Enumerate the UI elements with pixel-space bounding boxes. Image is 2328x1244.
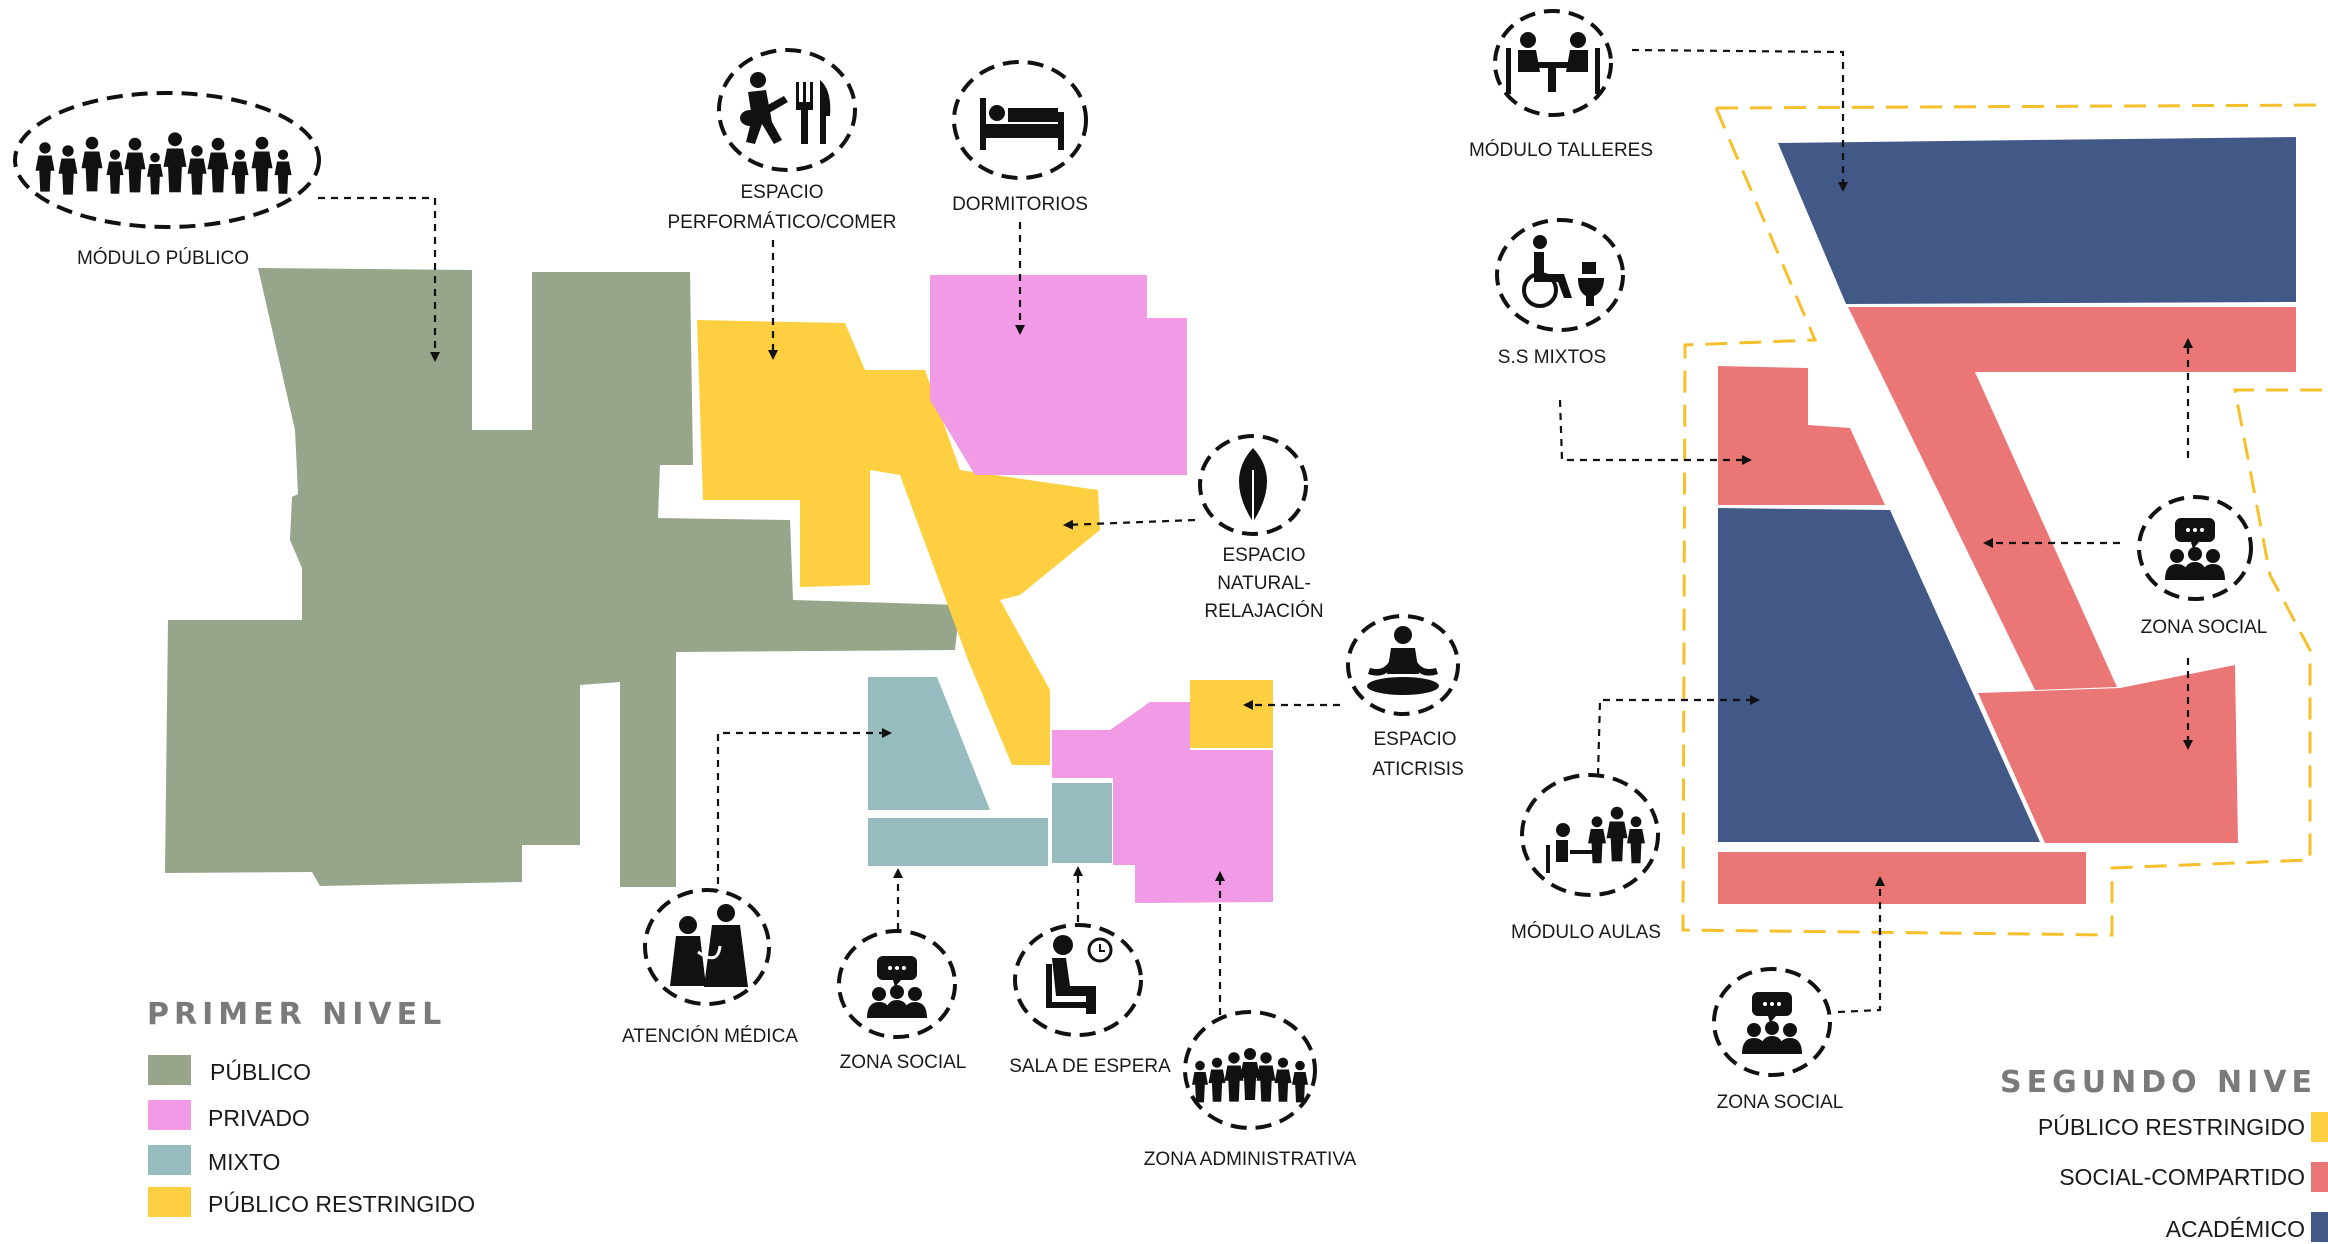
label-modulo-publico: MÓDULO PÚBLICO (77, 247, 249, 269)
legend-swatch-publico (148, 1055, 191, 1085)
zone-mixto-2 (868, 818, 1048, 866)
zone-mixto-3 (1052, 783, 1112, 863)
label-espacio-performatico-2: PERFORMÁTICO/COMER (667, 212, 896, 233)
label-espacio-natural-2: NATURAL- (1217, 573, 1311, 594)
zone-social-2 (1718, 366, 1885, 505)
legend-label-academico: ACADÉMICO (2166, 1216, 2305, 1242)
doctor-icon (643, 888, 771, 1006)
outline-publico-restringido (1681, 103, 2328, 937)
legend-swatch-social-compartido (2311, 1162, 2328, 1192)
administration-crowd-icon (1183, 1010, 1317, 1130)
label-zona-administrativa: ZONA ADMINISTRATIVA (1144, 1149, 1357, 1170)
workshop-table-icon (1493, 9, 1613, 117)
legend-label-privado: PRIVADO (208, 1105, 310, 1131)
title-primer-nivel: PRIMER NIVEL (147, 997, 446, 1032)
legend-label-publico: PÚBLICO (210, 1059, 311, 1085)
social-chat-icon-right (2137, 495, 2253, 601)
legend-swatch-mixto (148, 1145, 191, 1175)
zone-publico (165, 268, 960, 887)
legend-segundo-nivel: SEGUNDO NIVE PÚBLICO RESTRINGIDO SOCIAL-… (2000, 1065, 2328, 1242)
zone-publico-restringido-1 (697, 320, 1100, 765)
plan-segundo-nivel (1681, 103, 2328, 937)
zone-mixto-1 (868, 677, 990, 810)
legend-swatch-publico-restringido (148, 1187, 191, 1217)
label-modulo-aulas: MÓDULO AULAS (1511, 921, 1661, 943)
leaf-icon (1198, 434, 1308, 536)
zone-academico-2 (1718, 508, 2040, 842)
bed-icon (952, 60, 1088, 180)
legend-swatch-academico (2311, 1212, 2328, 1242)
label-espacio-aticrisis-2: ATICRISIS (1372, 759, 1464, 780)
legend-swatch-privado (148, 1100, 191, 1130)
label-espacio-aticrisis-1: ESPACIO (1373, 729, 1456, 750)
label-espacio-natural-1: ESPACIO (1222, 545, 1305, 566)
label-sala-espera: SALA DE ESPERA (1009, 1056, 1171, 1077)
zone-social-1 (1848, 307, 2296, 690)
title-segundo-nivel: SEGUNDO NIVE (2000, 1065, 2317, 1100)
legend-label-publico-restringido-2: PÚBLICO RESTRINGIDO (2038, 1114, 2305, 1140)
waiting-chair-icon (1013, 923, 1143, 1037)
plan-primer-nivel (165, 268, 1273, 903)
zone-academico-1 (1778, 137, 2296, 304)
legend-label-publico-restringido: PÚBLICO RESTRINGIDO (208, 1191, 475, 1217)
social-chat-icon (837, 929, 957, 1039)
zone-social-3 (1978, 665, 2238, 843)
legend-primer-nivel: PRIMER NIVEL PÚBLICO PRIVADO MIXTO PÚBLI… (147, 997, 475, 1217)
zone-publico-restringido-2 (1190, 680, 1273, 748)
label-zona-social-bottom: ZONA SOCIAL (1717, 1092, 1844, 1113)
icon-modulo-publico (13, 91, 321, 229)
classroom-icon (1520, 773, 1660, 897)
label-espacio-performatico-1: ESPACIO (740, 182, 823, 203)
label-modulo-talleres: MÓDULO TALLERES (1469, 139, 1653, 161)
label-espacio-natural-3: RELAJACIÓN (1204, 600, 1323, 622)
label-zona-social-right: ZONA SOCIAL (2141, 617, 2268, 638)
label-ss-mixtos: S.S MIXTOS (1498, 347, 1606, 368)
legend-swatch-publico-restringido-2 (2311, 1112, 2328, 1142)
arrows-primer-nivel (318, 196, 1340, 1015)
label-atencion-medica: ATENCIÓN MÉDICA (622, 1025, 798, 1047)
zone-privado-1 (930, 275, 1187, 475)
meditation-icon (1346, 614, 1460, 716)
guitar-fork-knife-icon (717, 48, 857, 172)
label-dormitorios: DORMITORIOS (952, 194, 1088, 215)
arrows-segundo-nivel (1558, 48, 2193, 1014)
label-zona-social: ZONA SOCIAL (840, 1052, 967, 1073)
social-chat-icon-bottom (1712, 967, 1832, 1077)
legend-label-social-compartido: SOCIAL-COMPARTIDO (2059, 1164, 2305, 1190)
wheelchair-toilet-icon (1495, 218, 1625, 332)
zone-privado-2 (1052, 702, 1273, 903)
zone-social-4 (1718, 852, 2086, 904)
legend-label-mixto: MIXTO (208, 1149, 280, 1175)
